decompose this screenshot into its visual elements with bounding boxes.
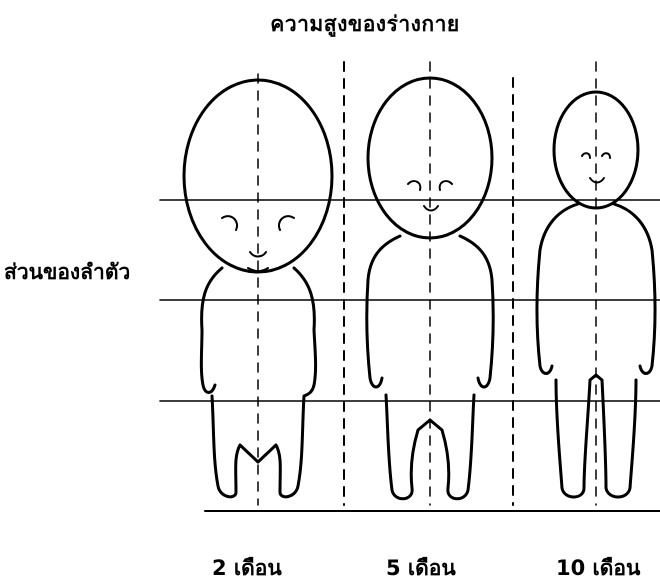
caption-10-months: 10 เดือน — [556, 552, 640, 585]
caption-5-months: 5 เดือน — [386, 552, 456, 585]
dashed-lines — [258, 62, 596, 505]
caption-2-months: 2 เดือน — [212, 552, 282, 585]
